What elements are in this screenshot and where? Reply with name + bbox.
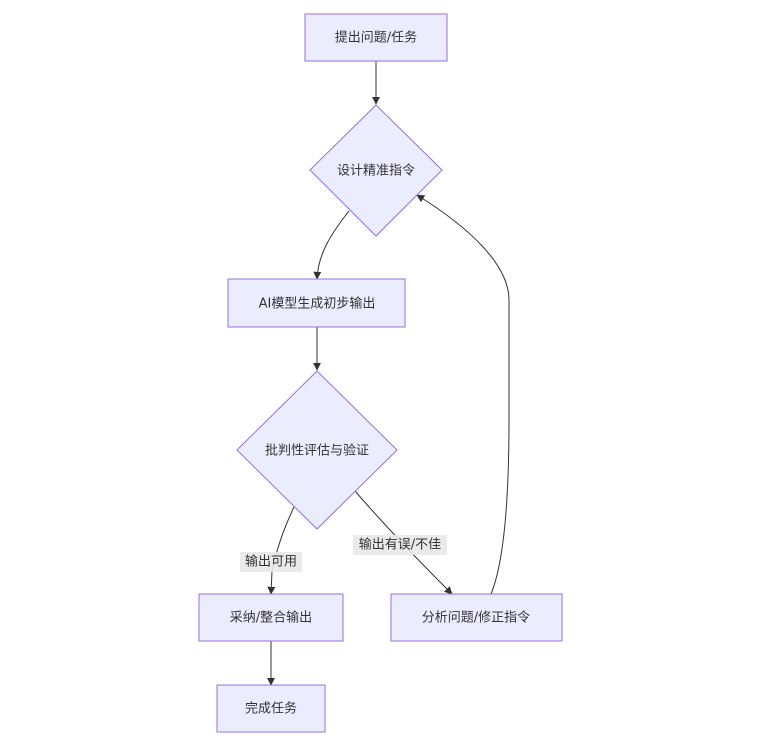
edge-design-to-generate	[313, 210, 350, 280]
node-adopt: 采纳/整合输出	[198, 593, 344, 642]
edge-evaluate-to-adopt	[267, 506, 295, 595]
node-design: 设计精准指令	[309, 104, 443, 237]
edge-analyze-to-design	[416, 194, 510, 595]
node-analyze-label: 分析问题/修正指令	[422, 611, 530, 626]
node-done-label: 完成任务	[245, 701, 297, 717]
node-generate: AI模型生成初步输出	[227, 278, 406, 328]
node-start: 提出问题/任务	[304, 13, 448, 62]
node-evaluate-label: 批判性评估与验证	[265, 443, 369, 459]
node-adopt-label: 采纳/整合输出	[230, 610, 312, 626]
node-generate-label: AI模型生成初步输出	[259, 296, 376, 312]
edge-label-faulty-text: 输出有误/不佳	[359, 537, 441, 553]
edge-label-usable: 输出可用	[240, 552, 302, 572]
node-analyze: 分析问题/修正指令	[390, 593, 563, 642]
node-done: 完成任务	[216, 684, 326, 733]
node-evaluate: 批判性评估与验证	[236, 370, 398, 530]
edge-label-usable-text: 输出可用	[245, 554, 297, 570]
node-design-label: 设计精准指令	[337, 164, 415, 179]
node-start-label: 提出问题/任务	[335, 30, 417, 46]
edge-label-faulty: 输出有误/不佳	[353, 535, 447, 555]
